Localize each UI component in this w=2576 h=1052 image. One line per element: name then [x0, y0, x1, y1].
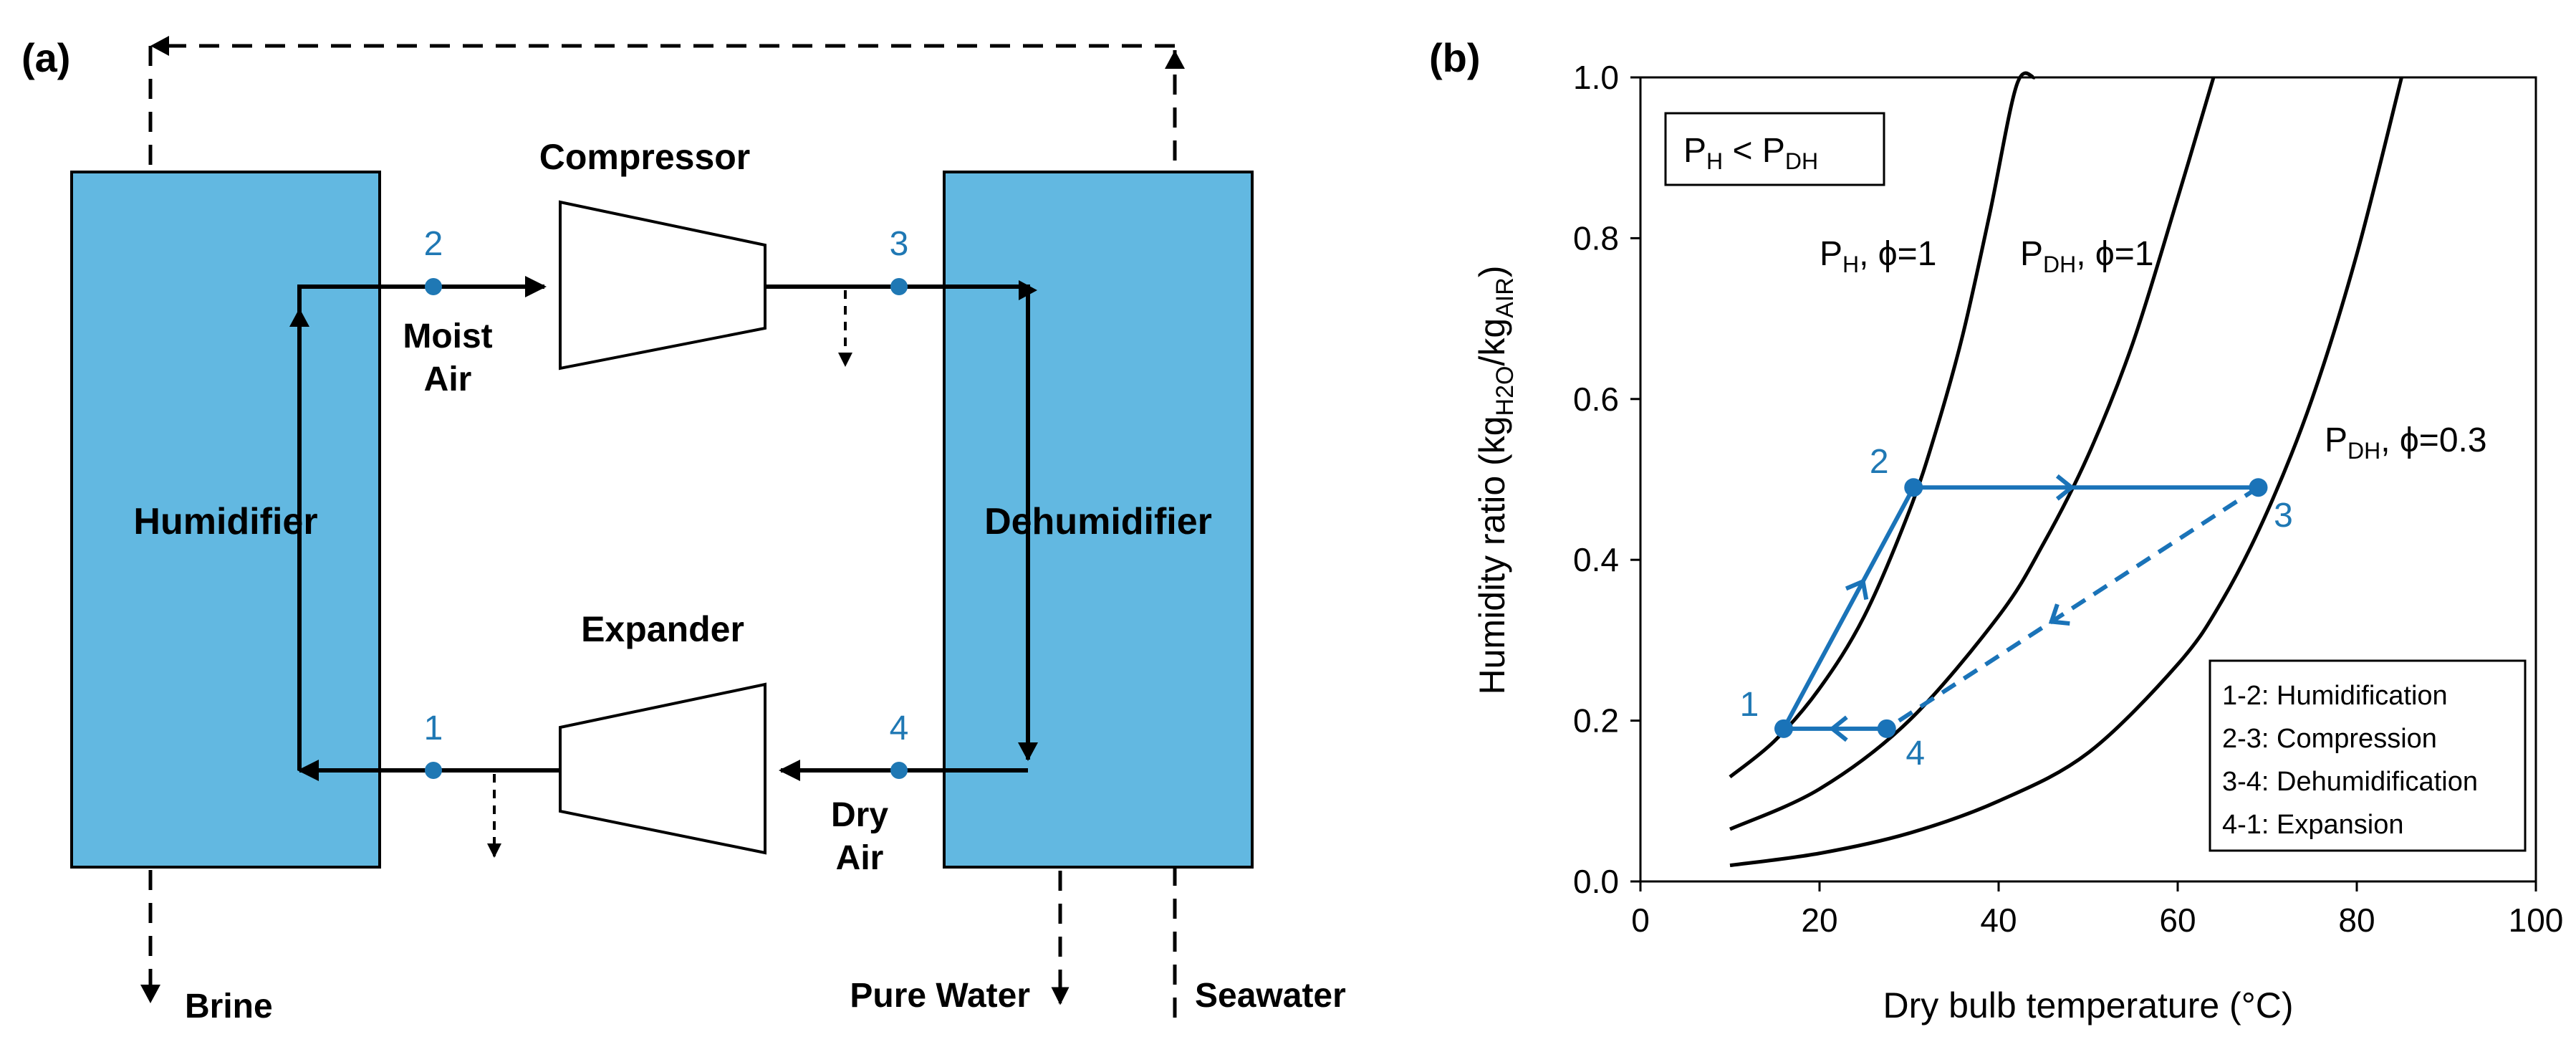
- curve-label-pdh-03: PDH, ϕ=0.3: [2325, 421, 2487, 464]
- cycle-point-1: [1774, 719, 1793, 738]
- cycle-point-2: [1904, 478, 1923, 497]
- pure-water-label: Pure Water: [850, 977, 1030, 1015]
- arrow-2-3: [2055, 474, 2075, 501]
- cycle-point-3: [2249, 478, 2268, 497]
- x-axis-ticks: 0 20 40 60 80 100: [1631, 881, 2563, 939]
- cycle: 1 2 3 4: [1740, 443, 2293, 773]
- panel-b: (b) 0 20 40 60 80 100 0.0 0.2 0.4 0.6 0.8 1.0 Dry …: [1429, 35, 2563, 1025]
- arrow-3-4: [2048, 603, 2070, 626]
- x-tick-label: 0: [1631, 902, 1650, 939]
- legend-item-1: 1-2: Humidification: [2222, 681, 2448, 711]
- arrow-1-2: [1845, 578, 1869, 601]
- legend-item-3: 3-4: Dehumidification: [2222, 767, 2478, 797]
- y-axis-title: Humidity ratio (kgH2O/kgAIR): [1472, 266, 1519, 695]
- x-tick-label: 60: [2159, 902, 2196, 939]
- x-tick-label: 40: [1980, 902, 2017, 939]
- pressure-note: PH < PDH: [1683, 132, 1818, 174]
- state-4-label: 4: [890, 709, 909, 747]
- state-3-dot: [890, 278, 908, 295]
- y-tick-label: 0.4: [1573, 541, 1619, 578]
- plot-frame: [1639, 76, 2537, 883]
- legend-item-2: 2-3: Compression: [2222, 724, 2437, 754]
- moist-label-1: Moist: [403, 317, 492, 355]
- curve-2: [1729, 77, 2216, 831]
- legend-item-4: 4-1: Expansion: [2222, 810, 2404, 840]
- curve-label-pdh: PDH, ϕ=1: [2020, 235, 2154, 277]
- seawater-arrowhead: [1165, 50, 1185, 69]
- y-tick-label: 0.6: [1573, 381, 1619, 418]
- state-4-dot: [890, 762, 908, 779]
- brine-label: Brine: [185, 988, 273, 1025]
- cycle-point-4: [1877, 719, 1896, 738]
- expander-label: Expander: [581, 609, 744, 649]
- cycle-point-label-1: 1: [1740, 686, 1759, 724]
- y-tick-label: 1.0: [1573, 59, 1619, 96]
- y-axis-ticks: 0.0 0.2 0.4 0.6 0.8 1.0: [1573, 59, 1640, 900]
- dry-label-1: Dry: [831, 796, 888, 834]
- process-1-2: [1782, 486, 1916, 730]
- state-1-dot: [425, 762, 442, 779]
- compressor-label: Compressor: [539, 137, 751, 177]
- cycle-point-label-3: 3: [2274, 497, 2293, 535]
- compressor-shape: [559, 200, 766, 370]
- x-tick-label: 100: [2509, 902, 2564, 939]
- state-2-label: 2: [424, 225, 443, 263]
- x-axis-title: Dry bulb temperature (°C): [1883, 985, 2294, 1025]
- dehumidifier-label: Dehumidifier: [984, 501, 1212, 542]
- x-tick-label: 20: [1801, 902, 1837, 939]
- y-tick-label: 0.2: [1573, 702, 1619, 740]
- state-1-label: 1: [424, 709, 443, 747]
- y-tick-label: 0.0: [1573, 863, 1619, 900]
- cycle-point-label-2: 2: [1870, 443, 1889, 481]
- state-3-label: 3: [890, 225, 909, 263]
- panel-a-label: (a): [21, 35, 70, 80]
- moist-air-flow: [297, 276, 547, 770]
- dry-label-2: Air: [836, 839, 884, 877]
- curve-3: [1729, 77, 2403, 868]
- curves: [1729, 71, 2403, 868]
- process-3-4: [1885, 485, 2260, 731]
- state-2-dot: [425, 278, 442, 295]
- dehumidifier-down-arrow: [1018, 742, 1038, 761]
- humidifier-up-arrow: [289, 308, 309, 327]
- seawater-label: Seawater: [1195, 977, 1346, 1015]
- humidifier-label: Humidifier: [133, 501, 317, 542]
- cycle-point-label-4: 4: [1905, 735, 1925, 773]
- dehumidifier-inlet-arrow: [1019, 280, 1037, 300]
- pressure-note-box: [1664, 112, 1885, 186]
- brine-arrowhead: [140, 985, 160, 1003]
- y-tick-label: 0.8: [1573, 219, 1619, 257]
- curve-label-ph: PH, ϕ=1: [1820, 235, 1936, 277]
- expander-shape: [559, 682, 766, 855]
- arrow-4-1: [1829, 715, 1848, 742]
- panel-b-label: (b): [1429, 35, 1481, 80]
- curve-1: [1729, 71, 2036, 779]
- return-arrowhead: [150, 36, 169, 56]
- panel-a: (a) Humidifier Dehumidifier Compressor E…: [21, 35, 1346, 1025]
- moist-label-2: Air: [424, 360, 472, 398]
- legend-box: [2209, 659, 2527, 852]
- x-tick-label: 80: [2338, 902, 2375, 939]
